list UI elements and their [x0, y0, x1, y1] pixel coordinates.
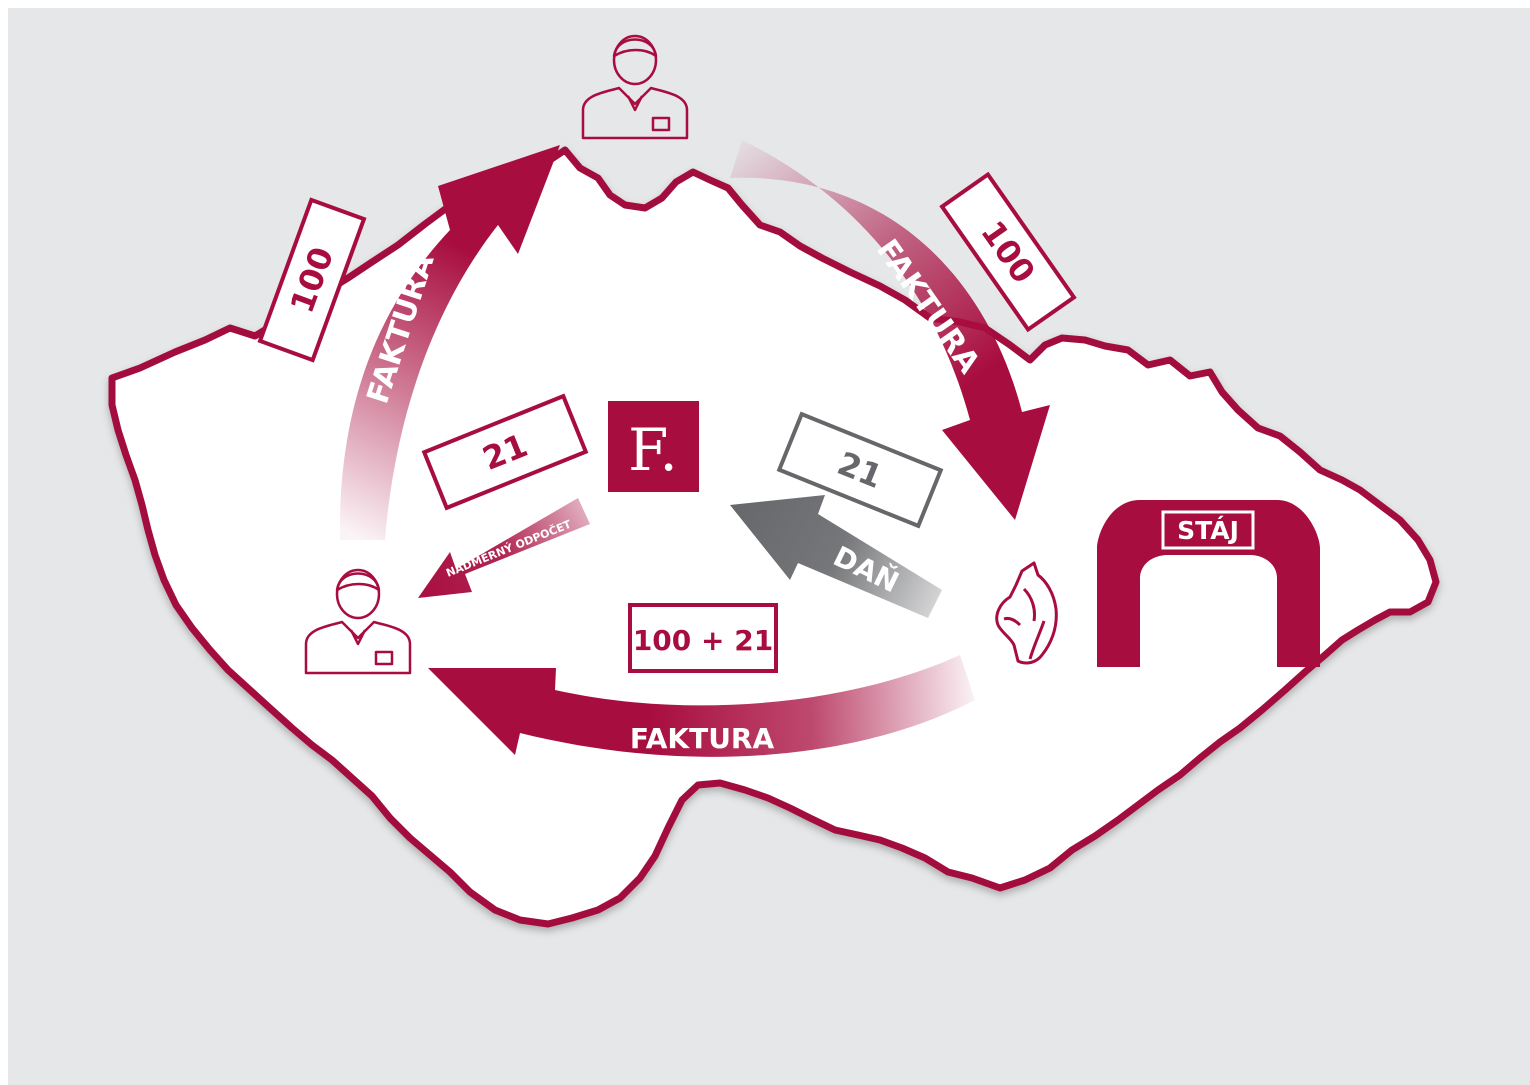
note-left-tax: 21: [421, 393, 589, 511]
note-left-tax-frame: [421, 393, 589, 511]
note-right-tax-frame: [776, 411, 944, 529]
stable-sign: [1161, 510, 1255, 550]
stable-arch-icon: STÁJ: [1097, 500, 1320, 667]
note-top-left-frame: [257, 197, 367, 363]
note-bottom-total-frame: [628, 603, 778, 673]
tax-arrow: [730, 495, 942, 618]
invoice-arrow-bottom-label: FAKTURA: [630, 722, 775, 755]
horse-head-icon: [995, 561, 1058, 665]
note-top-left: 100: [257, 197, 367, 363]
note-bottom-total: 100 + 21: [628, 603, 778, 673]
person-icon: [304, 568, 412, 675]
note-right-tax: 21: [776, 411, 944, 529]
tax-office-logo: [608, 401, 699, 492]
invoice-arrow-left-up: [339, 145, 560, 540]
person-icon: [581, 34, 689, 140]
refund-arrow: [418, 498, 590, 598]
stable-label: STÁJ: [1177, 516, 1239, 545]
invoice-arrow-bottom: [428, 655, 975, 757]
note-bottom-total-value: 100 + 21: [633, 624, 773, 657]
tax-office-letter: F.: [628, 416, 678, 484]
note-top-right-frame: [939, 171, 1077, 333]
invoice-arrow-right-down: [730, 140, 1050, 520]
